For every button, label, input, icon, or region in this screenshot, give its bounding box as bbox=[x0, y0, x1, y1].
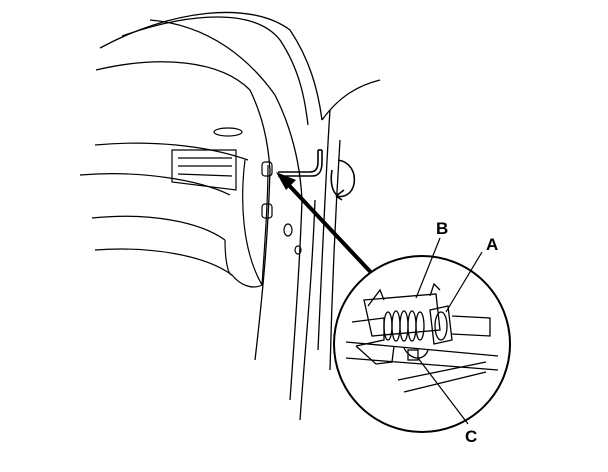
pointer-arrow-icon bbox=[276, 172, 382, 284]
leader-b bbox=[415, 237, 441, 299]
leader-c bbox=[417, 357, 469, 425]
leader-a bbox=[445, 251, 483, 313]
dashboard bbox=[79, 127, 302, 288]
callout-a: A bbox=[486, 235, 498, 254]
callout-c: C bbox=[465, 427, 477, 446]
rotation-arrow-icon bbox=[330, 159, 356, 201]
door-frame bbox=[95, 11, 381, 421]
leader-lines bbox=[415, 237, 483, 425]
callout-b: B bbox=[436, 219, 448, 238]
hex-wrench-icon bbox=[278, 149, 323, 177]
